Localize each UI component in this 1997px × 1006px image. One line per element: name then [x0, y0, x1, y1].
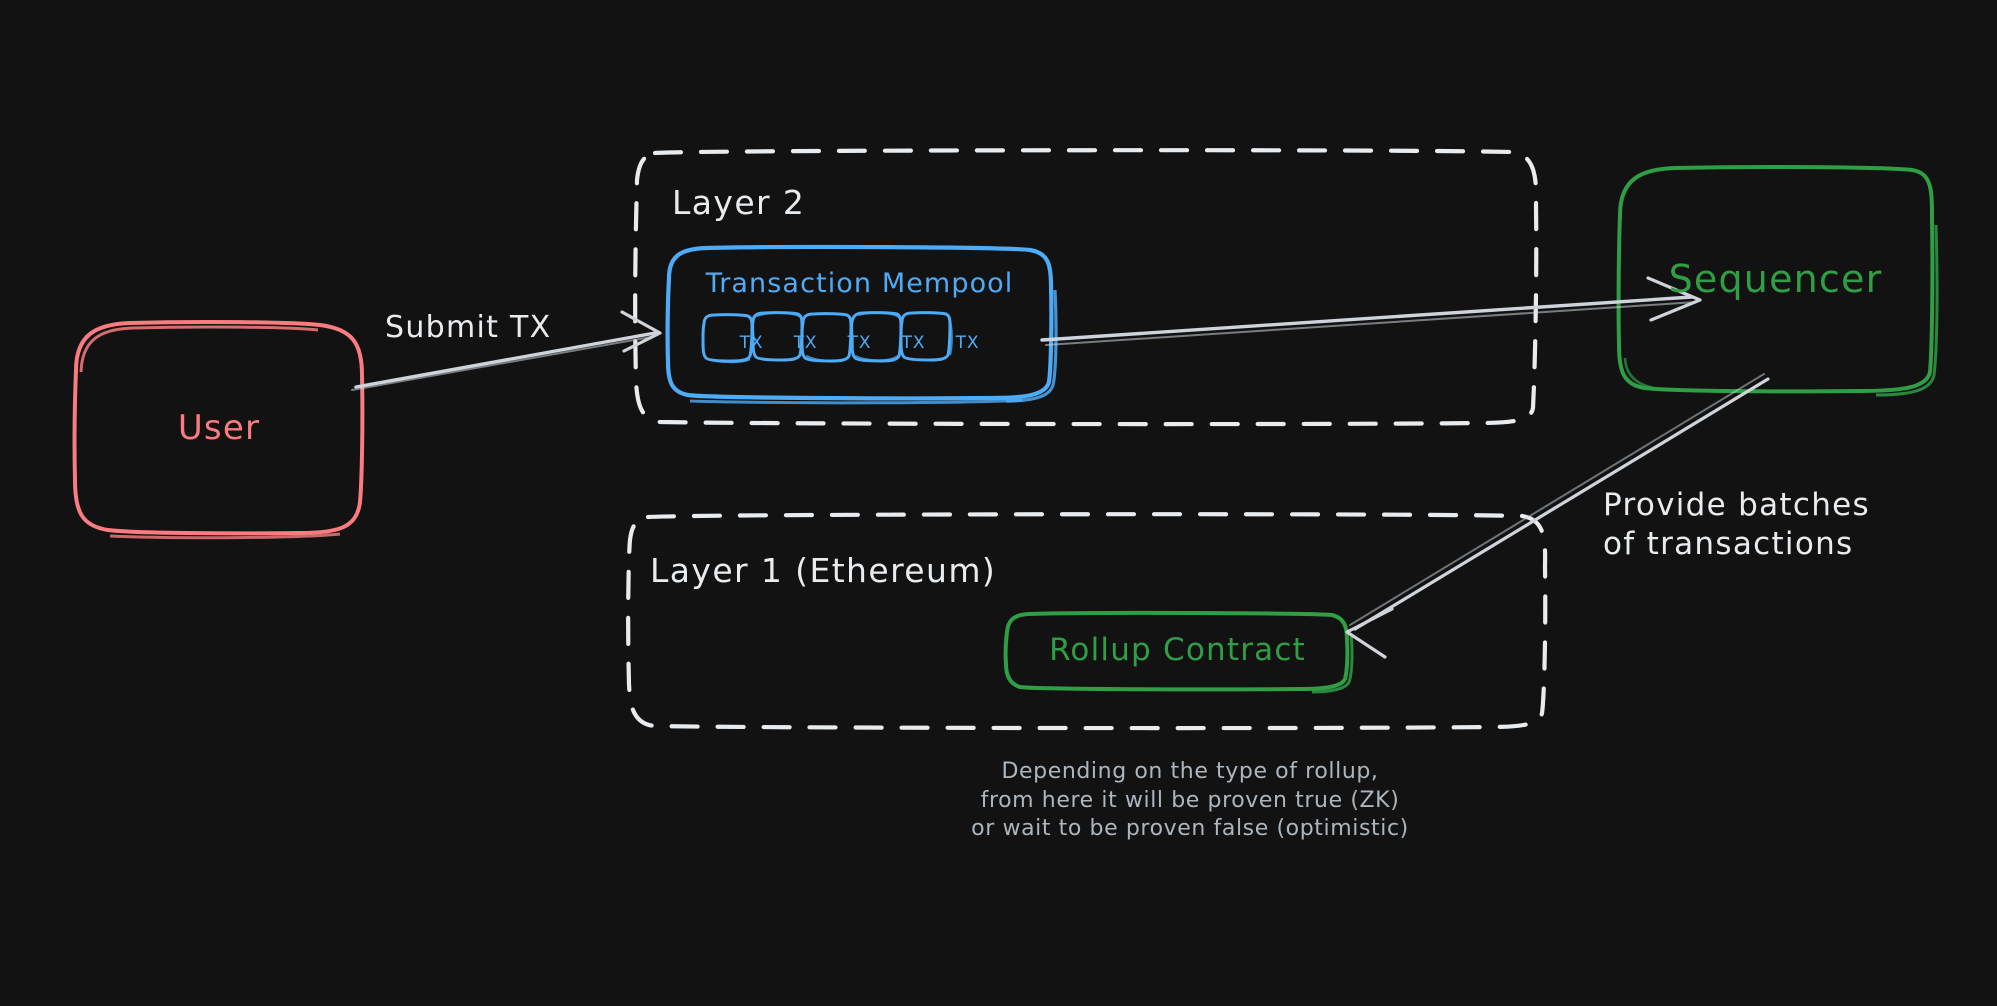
arrow-mempool-to-sequencer [1040, 276, 1702, 346]
node-rollup-contract-label: Rollup Contract [1049, 631, 1306, 668]
container-label-layer1: Layer 1 (Ethereum) [650, 551, 997, 590]
tx-chip-label: TX [901, 332, 926, 353]
tx-chip[interactable]: TX [890, 320, 937, 365]
edge-label-provide-batches: Provide batches of transactions [1603, 486, 1870, 564]
caption-line-2: from here it will be proven true (ZK) [980, 787, 1400, 813]
node-rollup-contract[interactable]: Rollup Contract [1005, 613, 1350, 686]
caption-line-3: or wait to be proven false (optimistic) [971, 816, 1409, 842]
node-mempool[interactable]: Transaction Mempool TX TX TX TX TX [667, 248, 1052, 398]
edge-label-provide-batches-line2: of transactions [1603, 525, 1854, 562]
node-sequencer[interactable]: Sequencer [1618, 167, 1933, 390]
diagram-caption: Depending on the type of rollup, from he… [900, 758, 1480, 844]
caption-line-1: Depending on the type of rollup, [1001, 759, 1379, 784]
tx-chip-label: TX [847, 332, 872, 353]
tx-chip[interactable]: TX [836, 320, 883, 365]
edge-label-submit-tx: Submit TX [385, 310, 552, 345]
node-user-label: User [177, 408, 261, 448]
node-mempool-label: Transaction Mempool [705, 268, 1014, 299]
tx-chip-label: TX [955, 332, 980, 353]
tx-chip-label: TX [793, 332, 818, 353]
node-user[interactable]: User [74, 322, 364, 534]
edge-label-provide-batches-line1: Provide batches [1603, 487, 1870, 523]
container-label-layer2: Layer 2 [672, 183, 806, 222]
node-sequencer-label: Sequencer [1668, 256, 1883, 301]
tx-chip[interactable]: TX [728, 320, 775, 365]
tx-chip-label: TX [739, 332, 764, 353]
tx-chip[interactable]: TX [782, 320, 829, 365]
tx-chip-row: TX TX TX TX TX [667, 320, 1052, 365]
tx-chip[interactable]: TX [944, 320, 991, 365]
